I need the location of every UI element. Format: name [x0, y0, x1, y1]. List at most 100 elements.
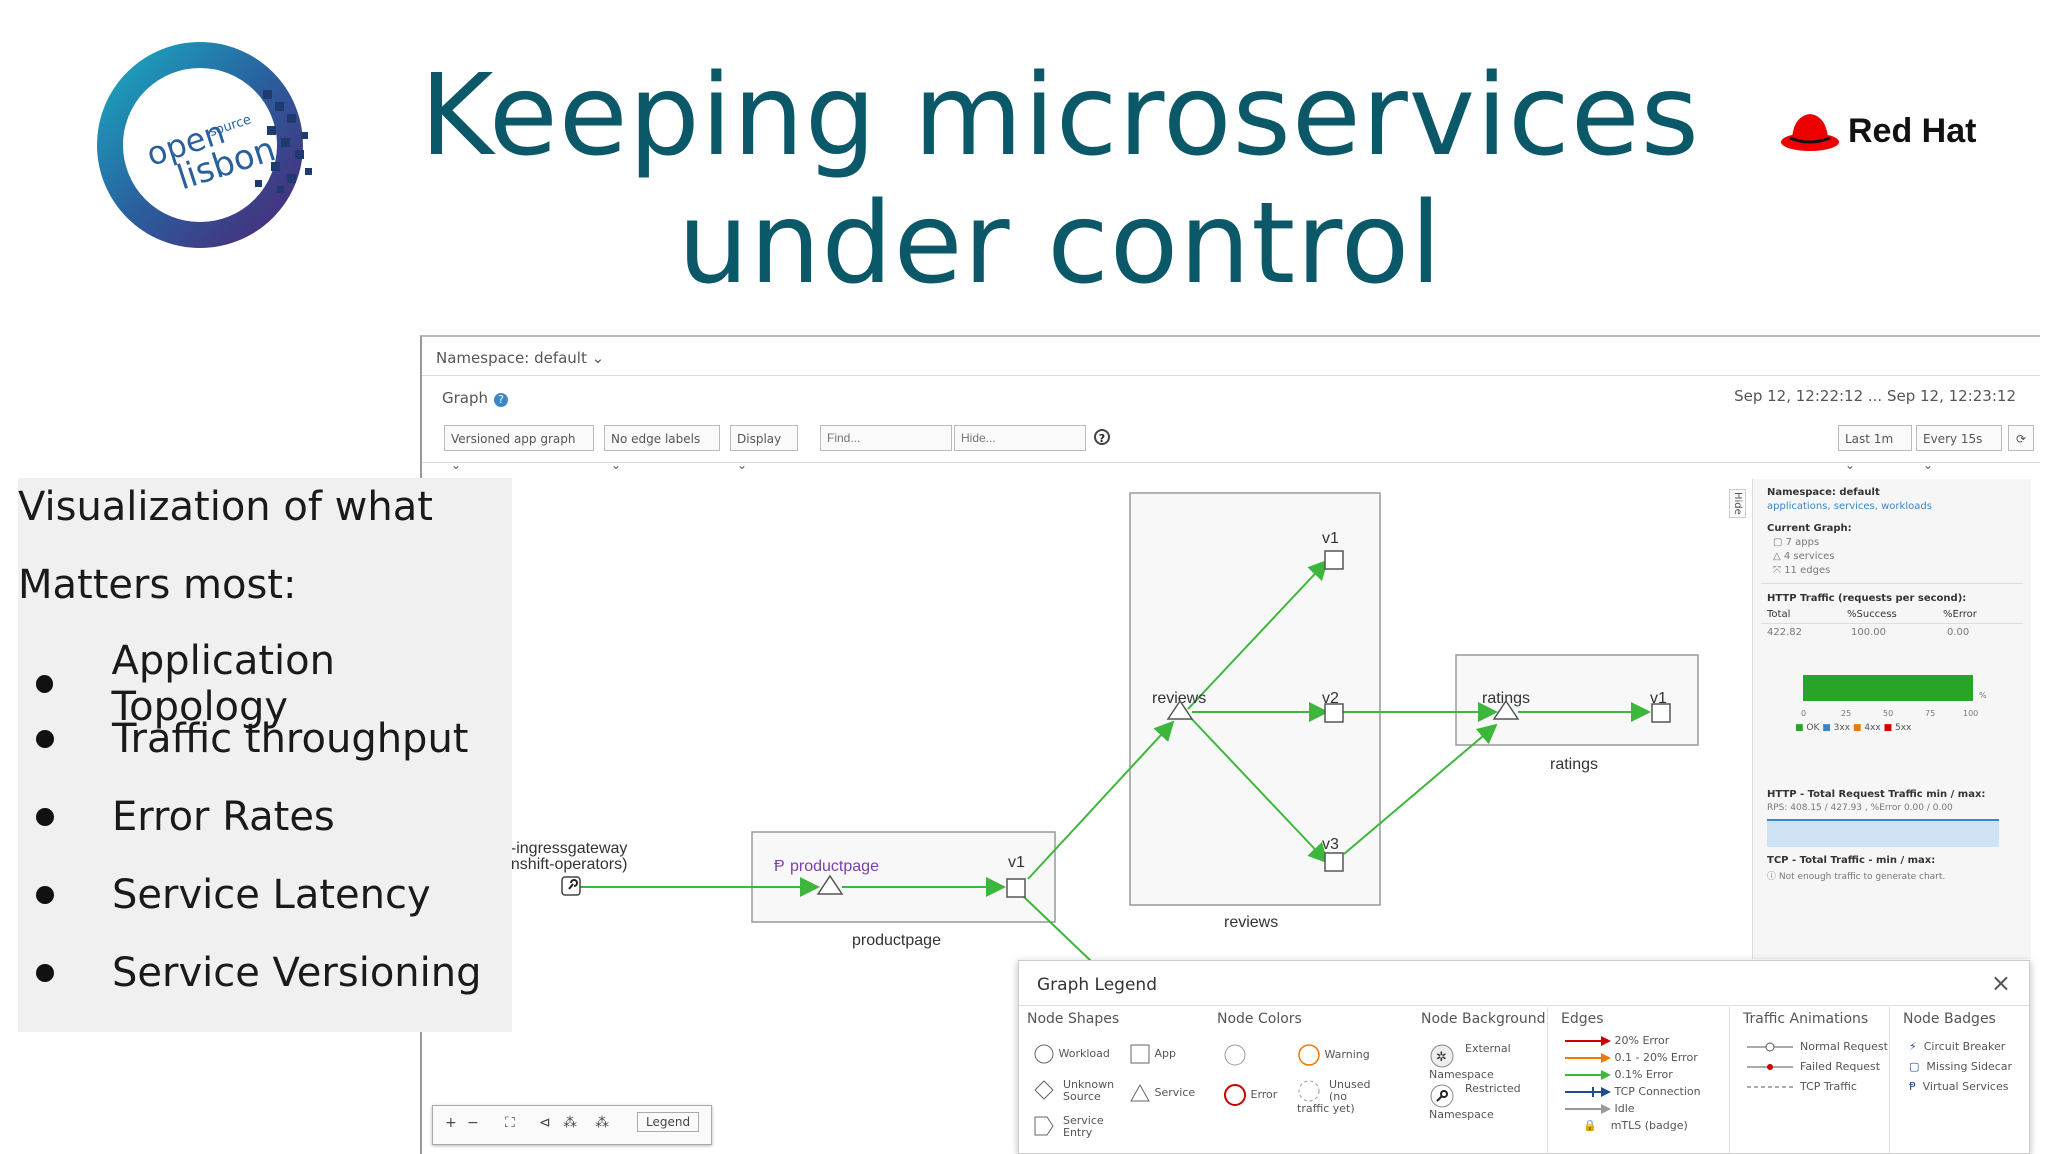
dashed-circle-icon: [1298, 1080, 1320, 1102]
diamond-icon: [1034, 1080, 1054, 1100]
edge-idle: Idle: [1565, 1103, 1635, 1115]
reviews-v3-node[interactable]: [1324, 852, 1344, 872]
edge-productpage-details: [1023, 896, 1093, 963]
bullet-icon: [36, 675, 54, 693]
duration-dropdown[interactable]: Last 1m ⌄: [1838, 425, 1912, 472]
axis-tick-label: 75: [1925, 709, 1936, 718]
layout-1-icon[interactable]: ⁂: [563, 1115, 577, 1131]
ratings-box-label: ratings: [1550, 756, 1598, 773]
reviews-v2-label: v2: [1322, 690, 1339, 707]
apps-count: ▢ 7 apps: [1773, 537, 1820, 548]
hide-input[interactable]: [954, 425, 1086, 451]
find-input[interactable]: [820, 425, 952, 451]
service-graph: o-ingressgateway enshift-operators) Ᵽ pr…: [502, 492, 1699, 963]
success-axis: 0 25 50 75 100: [1801, 709, 1978, 721]
help-icon[interactable]: ?: [494, 393, 509, 407]
normal-request-icon: [1747, 1042, 1793, 1052]
bullet-icon: [36, 730, 54, 748]
time-range: Sep 12, 12:22:12 ... Sep 12, 12:23:12: [1734, 387, 2016, 405]
success-axis-unit: %: [1979, 691, 1987, 700]
sidecar-icon: ▢: [1909, 1060, 1920, 1073]
legend-edges: Edges: [1561, 1011, 1604, 1027]
edge-reviews-v3: [1187, 714, 1329, 864]
productpage-v1-node[interactable]: [1006, 878, 1026, 898]
blue-arrow-icon: [1565, 1087, 1611, 1097]
warning-circle-icon: [1298, 1044, 1320, 1066]
zoom-out-button[interactable]: −: [467, 1115, 479, 1131]
layout-default-icon[interactable]: ⊲: [539, 1115, 551, 1131]
hide-panel-toggle[interactable]: Hide: [1729, 489, 1746, 518]
productpage-service-label: productpage: [790, 858, 879, 875]
normal-color: [1223, 1043, 1247, 1070]
find-help-icon[interactable]: ?: [1094, 429, 1110, 445]
val-total: 422.82: [1767, 627, 1802, 638]
ingress-label-2: enshift-operators): [502, 856, 627, 873]
list-item: Error Rates: [36, 794, 335, 840]
reviews-service-label: reviews: [1152, 690, 1206, 707]
legend-node-colors: Node Colors: [1217, 1011, 1302, 1027]
key-icon: [1430, 1084, 1454, 1108]
feature-heading-line2: Matters most:: [18, 562, 297, 608]
panel-links[interactable]: applications, services, workloads: [1767, 501, 1932, 512]
display-dropdown[interactable]: Display ⌄: [730, 425, 798, 472]
axis-tick-label: 25: [1841, 709, 1852, 718]
red-arrow-icon: [1565, 1036, 1611, 1046]
list-item: Traffic throughput: [36, 716, 468, 762]
divider: [422, 462, 2040, 463]
tcp-total-heading: TCP - Total Traffic - min / max:: [1767, 855, 1936, 866]
open-source-lisbon-logo: open source lisbon: [95, 40, 325, 255]
val-error: 0.00: [1947, 627, 1970, 638]
reviews-v1-label: v1: [1322, 530, 1339, 547]
edge-mtls: 🔒 mTLS (badge): [1583, 1119, 1688, 1132]
refresh-icon[interactable]: ⟳: [2008, 425, 2034, 451]
feature-heading-line1: Visualization of what: [18, 484, 433, 530]
list-item: Service Latency: [36, 872, 431, 918]
legend-node-badges: Node Badges: [1903, 1011, 1996, 1027]
failed-request-animation: Failed Request: [1747, 1061, 1880, 1073]
bolt-icon: ⚡: [1909, 1040, 1917, 1053]
refresh-interval-dropdown[interactable]: Every 15s ⌄: [1916, 425, 2002, 472]
col-total: Total: [1767, 609, 1791, 620]
reviews-v1-node[interactable]: [1324, 550, 1344, 570]
edge-reviews-v1: [1187, 559, 1329, 710]
list-item: Service Versioning: [36, 950, 482, 996]
pentagon-icon: [1034, 1116, 1054, 1136]
key-icon: [568, 879, 578, 890]
edge-20-error: 20% Error: [1565, 1035, 1669, 1047]
virtual-service-icon: Ᵽ: [1909, 1080, 1916, 1093]
reviews-v2-node[interactable]: [1324, 703, 1344, 723]
current-graph-heading: Current Graph:: [1767, 523, 1852, 534]
bullet-icon: [36, 808, 54, 826]
zoom-in-button[interactable]: +: [445, 1115, 457, 1131]
productpage-app-box[interactable]: [751, 831, 1056, 923]
rps-values: RPS: 408.15 / 427.93 , %Error 0.00 / 0.0…: [1767, 803, 1953, 813]
edge-01-20-error: 0.1 - 20% Error: [1565, 1052, 1698, 1064]
summary-panel: Hide Namespace: default applications, se…: [1729, 479, 2031, 959]
namespace-selector[interactable]: Namespace: default ⌄: [436, 349, 605, 367]
fit-to-screen-icon[interactable]: ⛶: [505, 1115, 515, 1131]
ratings-service-label: ratings: [1482, 690, 1530, 707]
axis-tick-label: 0: [1801, 709, 1807, 718]
graph-type-dropdown[interactable]: Versioned app graph ⌄: [444, 425, 594, 472]
red-hat-logo: Red Hat: [1780, 108, 1976, 154]
unused-color: Unused(no traffic yet): [1297, 1078, 1371, 1115]
slide-title: Keeping microservices under control: [420, 52, 1700, 308]
layout-2-icon[interactable]: ⁂: [595, 1115, 609, 1131]
rps-sparkline: [1767, 819, 1999, 847]
ratings-v1-node[interactable]: [1651, 703, 1671, 723]
reviews-service-node[interactable]: [1166, 699, 1194, 720]
productpage-service-node[interactable]: [816, 874, 844, 895]
edge-labels-dropdown[interactable]: No edge labels ⌄: [604, 425, 720, 472]
ratings-service-node[interactable]: [1492, 699, 1520, 720]
legend-button[interactable]: Legend: [637, 1112, 700, 1132]
bullet-icon: [36, 886, 54, 904]
reviews-box-label: reviews: [1224, 914, 1278, 931]
divider: [1019, 1005, 2029, 1006]
missing-sidecar-badge: ▢ Missing Sidecar: [1909, 1060, 2013, 1073]
virtual-services-badge: Ᵽ Virtual Services: [1909, 1080, 2009, 1093]
circle-icon: [1224, 1044, 1246, 1066]
close-icon[interactable]: ×: [1990, 969, 2011, 997]
warning-color: Warning: [1297, 1043, 1370, 1067]
ingress-label-1: o-ingressgateway: [502, 840, 627, 857]
